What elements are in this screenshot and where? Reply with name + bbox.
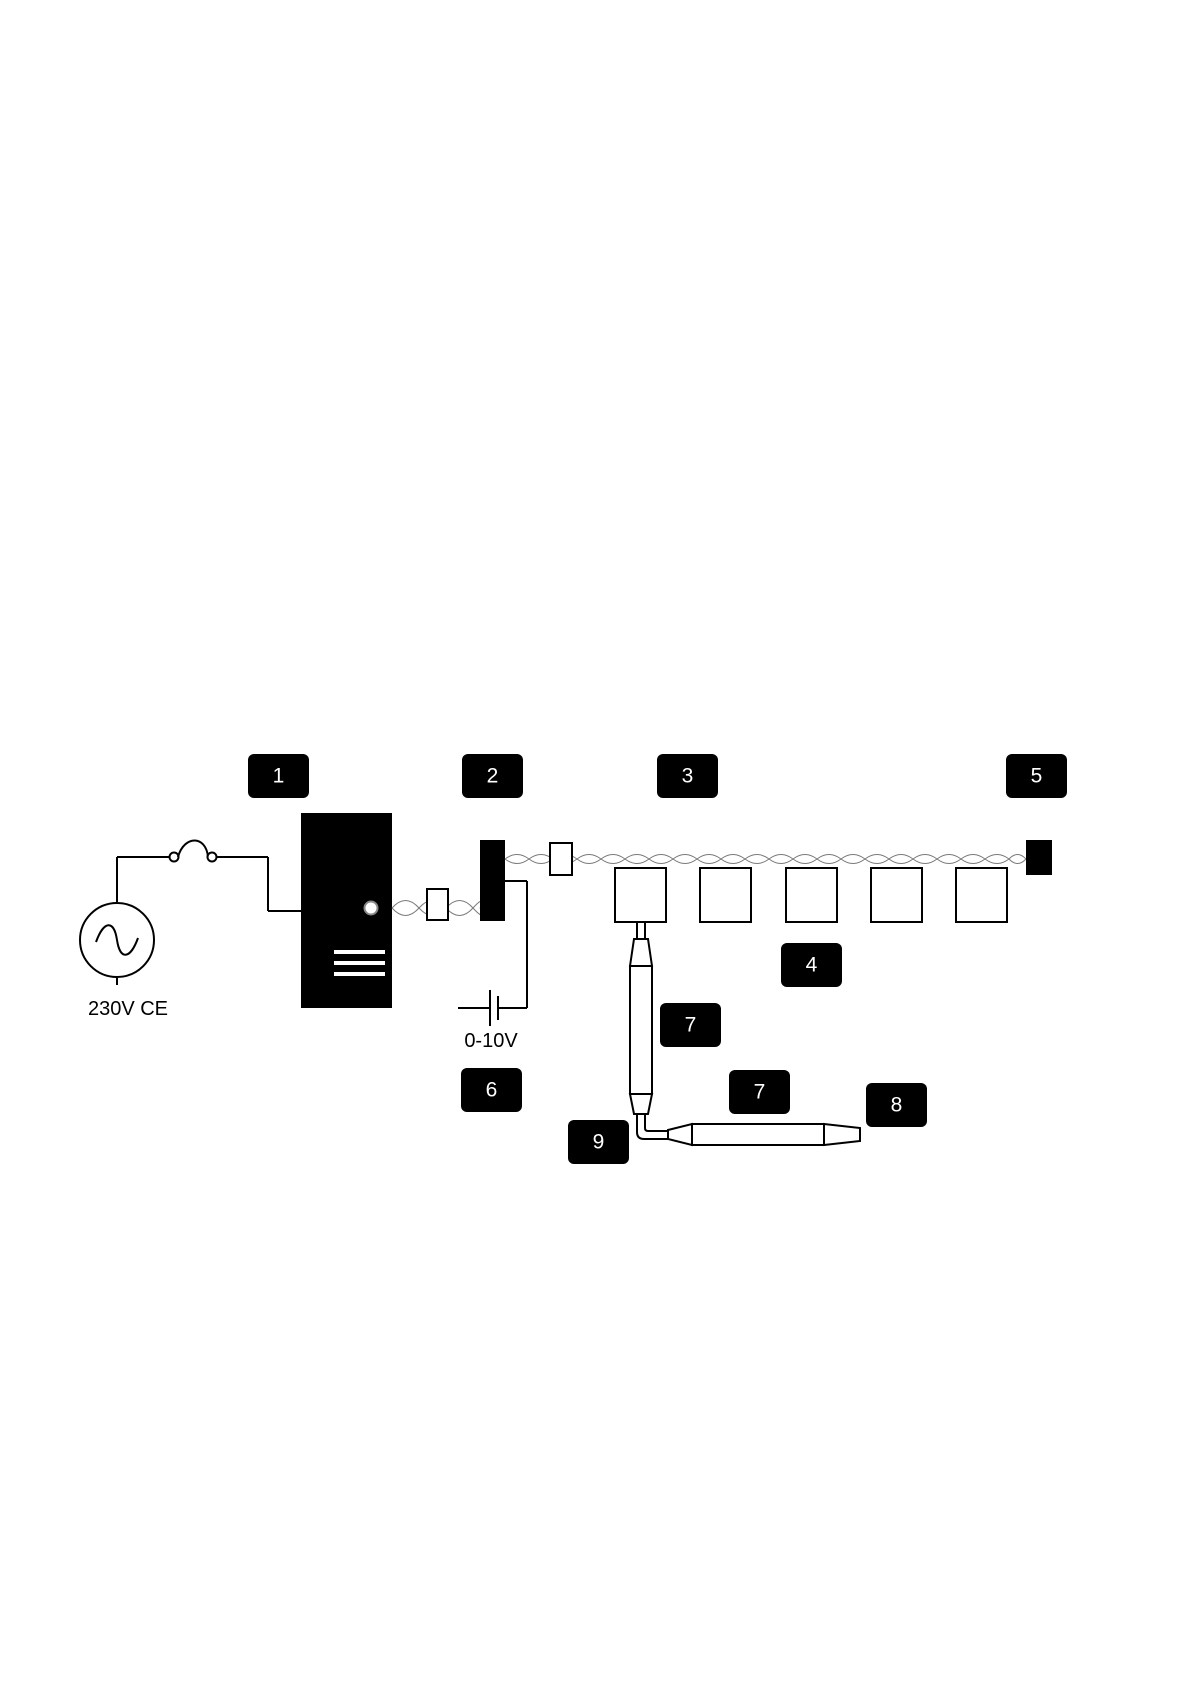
light-unit bbox=[871, 868, 922, 922]
twisted-bus-line bbox=[505, 855, 1026, 864]
led-tube-vertical bbox=[630, 922, 652, 1114]
svg-text:7: 7 bbox=[754, 1081, 766, 1104]
supply-label: 230V CE bbox=[88, 998, 168, 1020]
elbow-connector bbox=[637, 1114, 670, 1139]
badge-6: 6 bbox=[461, 1068, 522, 1112]
svg-text:3: 3 bbox=[682, 765, 694, 788]
svg-text:4: 4 bbox=[806, 954, 818, 977]
badge-8: 8 bbox=[866, 1083, 927, 1127]
controller-module bbox=[480, 840, 505, 921]
svg-text:1: 1 bbox=[273, 765, 285, 788]
badge-3: 3 bbox=[657, 754, 718, 798]
light-units bbox=[615, 868, 1007, 922]
badge-9: 9 bbox=[568, 1120, 629, 1164]
cable-connector-1 bbox=[427, 889, 448, 920]
badge-2: 2 bbox=[462, 754, 523, 798]
svg-text:5: 5 bbox=[1031, 765, 1043, 788]
badge-5: 5 bbox=[1006, 754, 1067, 798]
led-tube-horizontal bbox=[668, 1124, 860, 1145]
svg-text:9: 9 bbox=[593, 1131, 605, 1154]
light-unit bbox=[956, 868, 1007, 922]
badge-7-horizontal-tube: 7 bbox=[729, 1070, 790, 1114]
ac-source-symbol bbox=[80, 857, 154, 985]
power-supply-unit bbox=[301, 813, 392, 1008]
badge-1: 1 bbox=[248, 754, 309, 798]
svg-text:6: 6 bbox=[486, 1079, 498, 1102]
cable-connector-2 bbox=[550, 843, 572, 875]
end-terminator bbox=[1026, 840, 1052, 875]
svg-text:8: 8 bbox=[891, 1094, 903, 1117]
light-unit bbox=[700, 868, 751, 922]
badge-7-vertical-tube: 7 bbox=[660, 1003, 721, 1047]
light-unit bbox=[786, 868, 837, 922]
badge-4: 4 bbox=[781, 943, 842, 987]
light-unit bbox=[615, 868, 666, 922]
svg-text:2: 2 bbox=[487, 765, 499, 788]
control-voltage-label: 0-10V bbox=[464, 1030, 518, 1052]
svg-text:7: 7 bbox=[685, 1014, 697, 1037]
fuse-symbol bbox=[117, 841, 302, 912]
